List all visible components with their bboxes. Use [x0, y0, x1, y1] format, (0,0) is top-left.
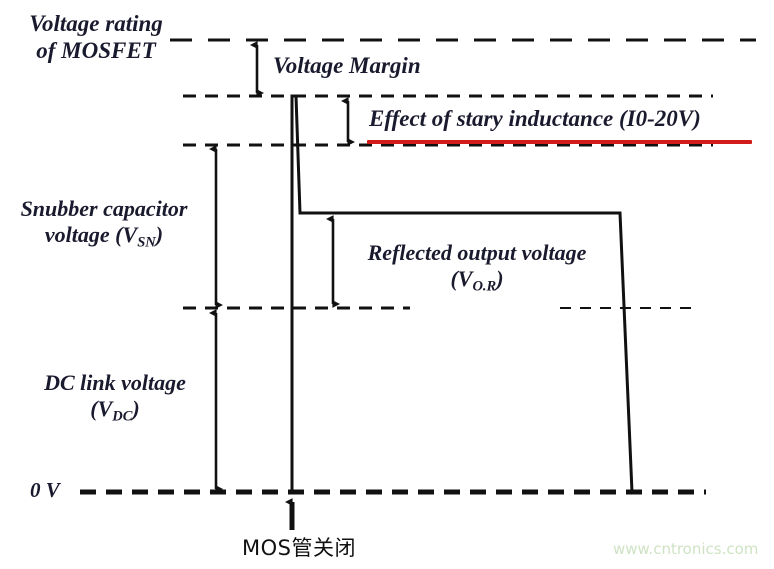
label-dclink-line1: DC link voltage [44, 370, 186, 395]
label-dclink-line2: (VDC) [90, 395, 140, 425]
label-reflected-line2: (VO.R) [450, 265, 504, 295]
label-mos-turnoff: MOS管关闭 [242, 536, 356, 560]
stray-inductance-underline [367, 140, 752, 144]
label-snubber-capacitor-voltage: Snubber capacitor voltage (VSN) [2, 196, 206, 252]
label-snubber-line1: Snubber capacitor [20, 196, 188, 221]
label-stray-inductance: Effect of stary inductance (I0-20V) [369, 106, 701, 131]
label-snubber-line2: voltage (VSN) [44, 221, 164, 251]
label-reflected-output-voltage: Reflected output voltage (VO.R) [344, 240, 610, 296]
label-voltage-rating: Voltage rating of MOSFET [8, 10, 184, 64]
drain-voltage-waveform [290, 94, 634, 493]
label-voltage-margin: Voltage Margin [273, 53, 421, 78]
label-zero-volt: 0 V [30, 478, 60, 502]
site-watermark: www.cntronics.com [613, 540, 759, 558]
label-reflected-line1: Reflected output voltage [367, 240, 587, 265]
label-voltage-rating-line2: of MOSFET [36, 38, 156, 64]
label-voltage-rating-line1: Voltage rating [29, 11, 163, 36]
label-dc-link-voltage: DC link voltage (VDC) [20, 370, 210, 426]
